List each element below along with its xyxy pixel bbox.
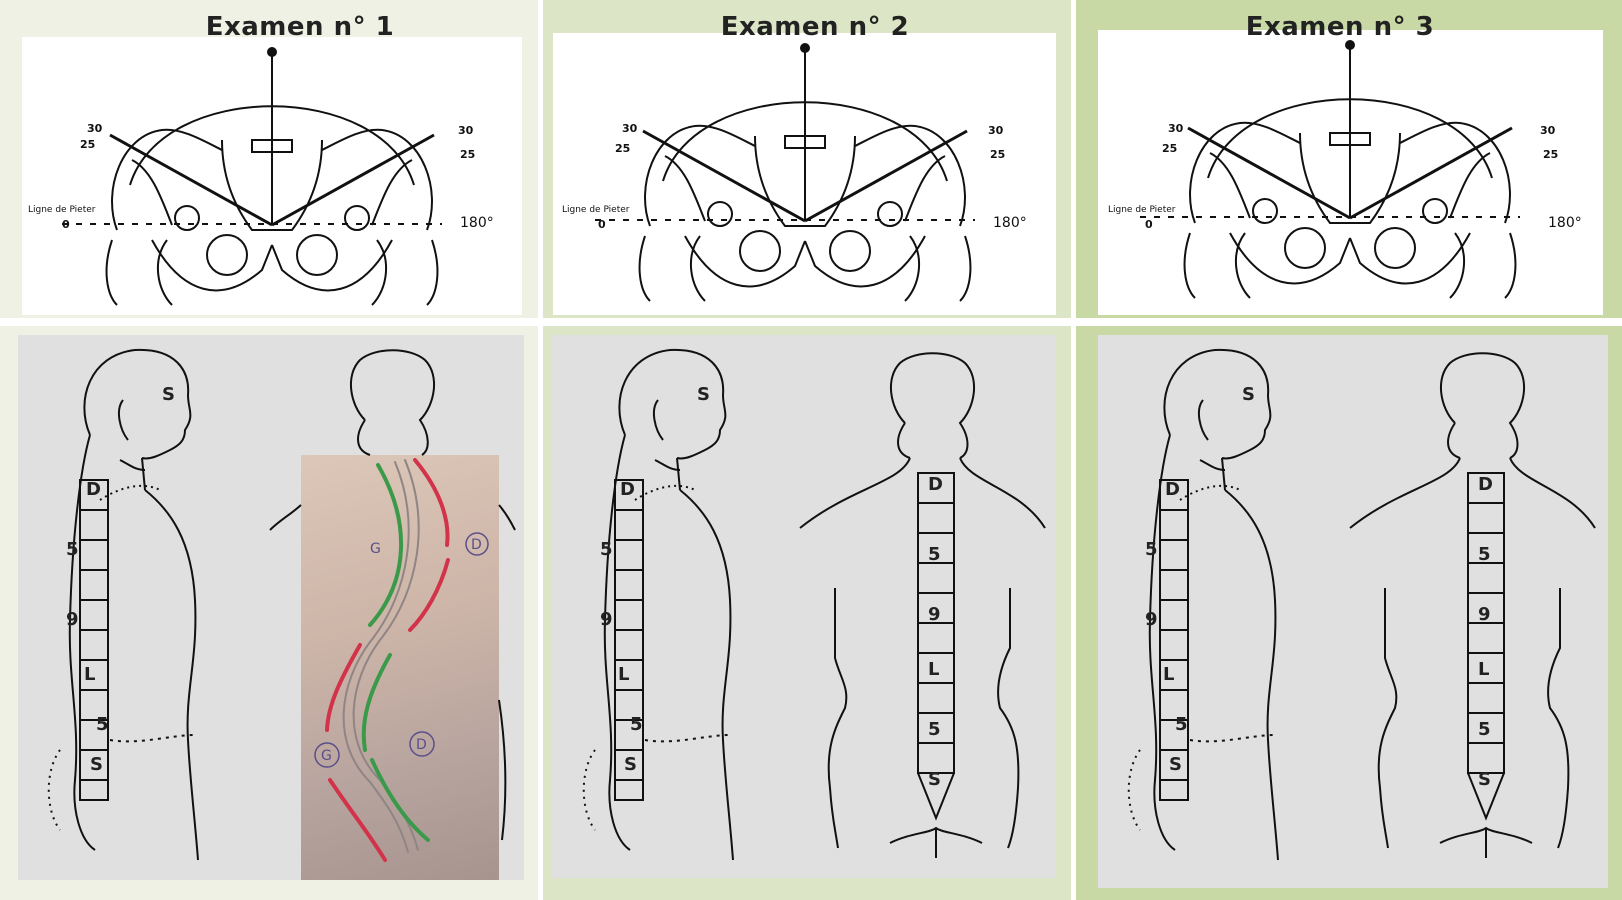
angle-label: 25 — [615, 142, 630, 155]
end-angle-label: 180° — [993, 215, 1027, 231]
end-angle-label: 180° — [1548, 215, 1582, 231]
line-label: Ligne de Pieter — [28, 205, 96, 215]
spine-panel-3 — [1098, 335, 1608, 888]
pelvis-diagram-2 — [595, 44, 975, 301]
pelvis-diagram-3 — [1140, 41, 1520, 298]
spine-panel-2 — [552, 335, 1056, 878]
pelvis-drawings: 30 25 30 25 Ligne de Pieter 0 180° 30 25… — [0, 0, 1622, 320]
angle-label: 30 — [1168, 122, 1184, 135]
angle-label: 25 — [990, 148, 1005, 161]
angle-label: 25 — [1543, 148, 1558, 161]
angle-label: 30 — [622, 122, 638, 135]
line-label: Ligne de Pieter — [1108, 205, 1176, 215]
angle-label: 25 — [80, 138, 95, 151]
zero-label: 0 — [62, 218, 70, 231]
pelvis-diagram-1 — [62, 48, 442, 305]
angle-label: 25 — [1162, 142, 1177, 155]
line-label: Ligne de Pieter — [562, 205, 630, 215]
angle-label: 30 — [988, 124, 1004, 137]
angle-label: 25 — [460, 148, 475, 161]
angle-label: 30 — [87, 122, 103, 135]
end-angle-label: 180° — [460, 215, 494, 231]
zero-label: 0 — [598, 218, 606, 231]
zero-label: 0 — [1145, 218, 1153, 231]
angle-label: 30 — [458, 124, 474, 137]
angle-label: 30 — [1540, 124, 1556, 137]
annotated-spine-photo — [301, 455, 499, 880]
